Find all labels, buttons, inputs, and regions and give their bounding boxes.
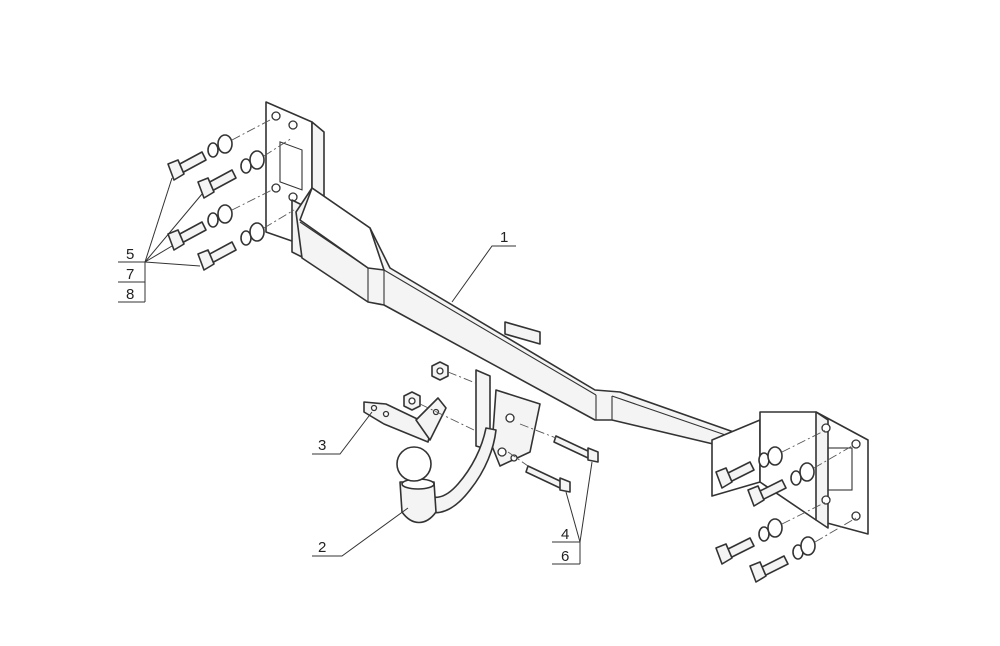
- callout-7: 7: [126, 266, 134, 283]
- left-fastener-set: [167, 119, 295, 271]
- callout-4: 4: [561, 526, 569, 543]
- callout-8: 8: [126, 286, 134, 303]
- cross-beam: [295, 187, 746, 449]
- socket-bracket: [363, 397, 447, 443]
- callout-labels: 1 2 3 4 5 6 7 8: [126, 229, 569, 565]
- callout-1: 1: [500, 229, 508, 246]
- callout-3: 3: [318, 437, 326, 454]
- tow-ball-assembly: [396, 427, 497, 524]
- leader-lines: [118, 177, 593, 565]
- callout-5: 5: [126, 246, 134, 263]
- center-bolts: [507, 423, 599, 493]
- right-fastener-set: [715, 429, 857, 583]
- center-nuts: [403, 361, 479, 431]
- callout-6: 6: [561, 548, 569, 565]
- callout-2: 2: [318, 539, 326, 556]
